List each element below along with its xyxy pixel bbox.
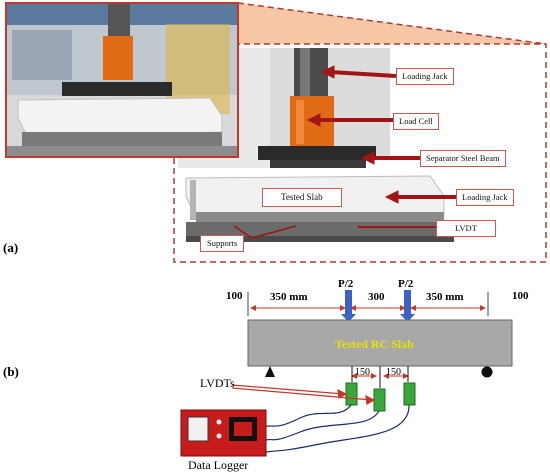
callout-supports: Supports	[200, 235, 245, 252]
lvdt-pointers	[231, 384, 376, 405]
lvdt-guides	[351, 366, 409, 388]
pin-support	[265, 366, 275, 377]
callout-loading-jack-side: Loading Jack	[456, 189, 514, 206]
load-right-label: P/2	[398, 278, 414, 290]
dim-right-overhang: 100	[512, 290, 529, 302]
panel-b-letter: (b)	[3, 364, 19, 379]
lvdt-spacing-2: 150	[386, 367, 401, 378]
panel-a-graphics	[5, 2, 547, 263]
data-logger-label: Data Logger	[188, 458, 249, 472]
panel-b-graphics	[180, 290, 513, 457]
callout-load-cell: Load Cell	[393, 113, 439, 130]
load-arrows	[341, 290, 415, 322]
callout-loading-jack-top: Loading Jack	[396, 68, 454, 85]
lvdt-spacing-1: 150	[355, 367, 370, 378]
callout-tested-slab: Tested Slab	[262, 188, 342, 207]
callout-separator-steel-beam: Separator Steel Beam	[420, 150, 506, 167]
dim-mid-span: 300	[368, 291, 385, 303]
thumbnail-photo	[5, 2, 239, 158]
dim-right-span: 350 mm	[426, 291, 464, 303]
roller-support	[481, 366, 493, 378]
load-left-label: P/2	[338, 278, 354, 290]
panel-a-letter: (a)	[3, 240, 19, 255]
callout-lvdt: LVDT	[436, 220, 496, 237]
data-logger	[180, 409, 267, 457]
rc-slab	[247, 319, 513, 367]
lvdts-label: LVDTs	[200, 376, 235, 390]
callout-arrows	[233, 65, 456, 239]
slab-label: Tested RC Slab	[335, 337, 414, 351]
dimension-arrows	[250, 305, 486, 379]
logger-cables	[265, 404, 410, 453]
zoom-guide-top	[237, 2, 547, 45]
dim-left-overhang: 100	[226, 290, 243, 302]
dim-left-span: 350 mm	[270, 291, 308, 303]
